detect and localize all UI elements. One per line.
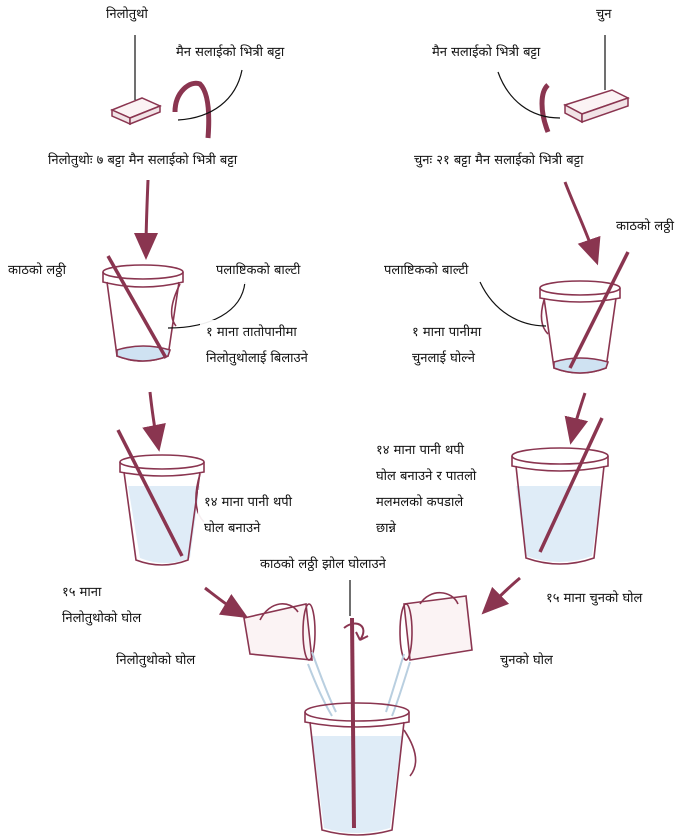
step2-right-line-2: घोल बनाउने र पातलो	[376, 469, 477, 484]
label-mix-stick: काठको लठ्ठी झोल घोलाउने	[254, 552, 392, 578]
matchbox-right	[563, 89, 630, 124]
label-qty-right: चुनः २१ बट्टा मैन सलाईको भित्री बट्टा	[408, 148, 590, 174]
bucket-step2-right	[511, 417, 609, 565]
label-result-left: १५ माना निलोतुथोको घोल	[56, 580, 148, 632]
scoop-left	[172, 80, 212, 139]
step1-left-line-1: १ माना तातोपानीमा	[206, 325, 297, 340]
label-step1-right: १ माना पानीमा चुनलाई घोल्ने	[406, 320, 488, 372]
label-pour-left: निलोतुथोको घोल	[110, 648, 202, 674]
bucket-step1-left	[102, 255, 184, 362]
pour-bucket-right	[385, 591, 473, 717]
step2-right-line-4: छान्ने	[376, 521, 396, 536]
label-result-right: १५ माना चुनको घोल	[540, 586, 649, 612]
label-step2-right: १४ माना पानी थपी घोल बनाउने र पातलो मलमल…	[370, 438, 483, 542]
bucket-step2-left	[116, 429, 205, 566]
label-step2-left: १४ माना पानी थपी घोल बनाउने	[198, 490, 299, 542]
pour-bucket-left	[243, 603, 337, 717]
flow-arrows	[134, 179, 601, 619]
step1-right-line-1: १ माना पानीमा	[412, 325, 482, 340]
label-bucket-right: पलाष्टिकको बाल्टी	[378, 258, 475, 284]
label-pour-right: चुनको घोल	[494, 648, 559, 674]
label-box-left: मैन सलाईको भित्री बट्टा	[170, 40, 291, 66]
label-stick-right: काठको लठ्ठी	[610, 214, 680, 240]
matchbox-left	[110, 97, 162, 126]
step1-left-line-2: निलोतुथोलाई बिलाउने	[206, 351, 308, 366]
step2-right-line-3: मलमलको कपडाले	[376, 495, 464, 510]
label-bucket-left: पलाष्टिकको बाल्टी	[210, 258, 307, 284]
label-step1-left: १ माना तातोपानीमा निलोतुथोलाई बिलाउने	[200, 320, 314, 372]
bucket-step1-right	[539, 251, 630, 374]
leader-lines	[134, 35, 606, 616]
scoop-right	[539, 83, 551, 133]
step2-left-line-2: घोल बनाउने	[204, 521, 261, 536]
label-lime: चुन	[590, 2, 618, 28]
result-left-line-2: निलोतुथोको घोल	[62, 611, 142, 626]
step2-left-line-1: १४ माना पानी थपी	[204, 495, 293, 510]
label-copper-sulphate: निलोतुथो	[100, 2, 154, 28]
label-stick-left: काठको लठ्ठी	[2, 258, 72, 284]
step1-right-line-2: चुनलाई घोल्ने	[412, 351, 475, 366]
result-left-line-1: १५ माना	[62, 585, 102, 600]
label-qty-left: निलोतुथोः ७ बट्टा मैन सलाईको भित्री बट्ट…	[42, 148, 244, 174]
label-box-right: मैन सलाईको भित्री बट्टा	[426, 40, 547, 66]
final-mixing-bucket	[304, 617, 417, 836]
step2-right-line-1: १४ माना पानी थपी	[376, 443, 465, 458]
